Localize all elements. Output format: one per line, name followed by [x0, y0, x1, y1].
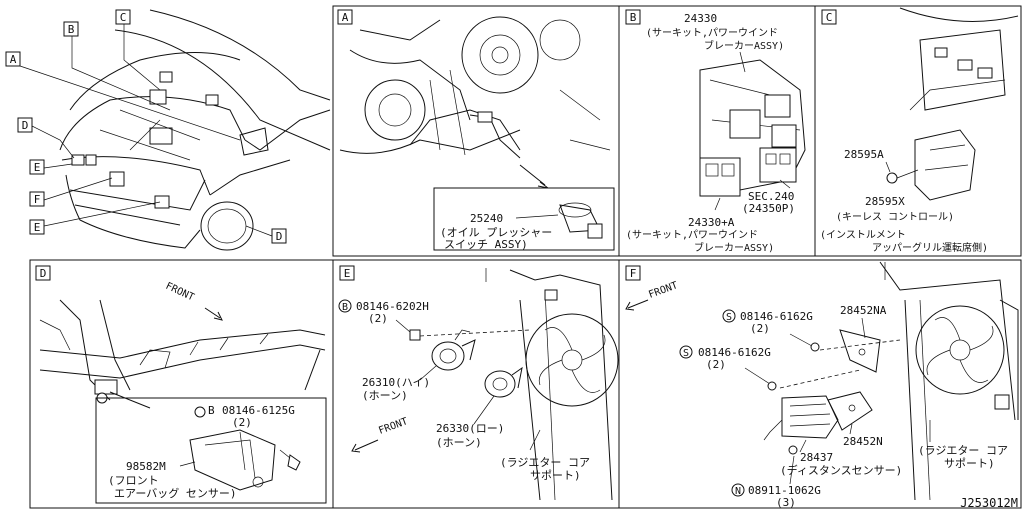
bolt-prefix: S [726, 312, 732, 323]
bolt-number: 08146-6125G [222, 404, 295, 417]
part-desc: (フロント [108, 474, 159, 487]
bolt-number: 08146-6202H [356, 300, 429, 313]
part-desc: ブレーカーASSY) [694, 241, 774, 254]
part-number: 24330+A [688, 216, 735, 229]
bolt-prefix: S [683, 348, 689, 359]
callout-d-top: D [17, 117, 33, 133]
bolt-qty: (2) [750, 322, 770, 335]
panel-letter: A [342, 11, 349, 24]
part-desc: サポート) [530, 469, 581, 482]
callout-f: F [29, 191, 45, 207]
part-number: 25240 [470, 212, 503, 225]
nut-number: 08911-1062G [748, 484, 821, 497]
part-desc: (ラジエター コア [500, 456, 590, 469]
panel-letter: E [344, 267, 351, 280]
panel-d: D FRONT B 08146-6125G (2) 98582M (フロント エ… [35, 265, 327, 504]
part-desc: (ラジエター コア [918, 444, 1008, 457]
part-desc: (サーキット,パワーウインド [646, 27, 778, 39]
part-desc: (ホーン) [362, 389, 408, 402]
panel-e: E B 08146-6202H (2) 26310(ハイ) (ホーン) 2633… [338, 265, 619, 501]
bolt-qty: (2) [368, 312, 388, 325]
panel-letter: C [826, 11, 833, 24]
bolt-prefix: B [208, 404, 215, 417]
callout-label: E [34, 221, 41, 234]
front-arrow-label: FRONT [377, 416, 409, 437]
section-ref: SEC.240 [748, 190, 794, 203]
nut-prefix: N [735, 486, 741, 497]
diagram-id: J253012M [960, 496, 1018, 510]
bolt-number: 08146-6162G [740, 310, 813, 323]
part-number: 26310(ハイ) [362, 376, 430, 389]
callout-e-bottom: E [29, 219, 45, 235]
callout-e-top: E [29, 159, 45, 175]
vehicle-overview [19, 9, 331, 251]
callout-label: F [34, 193, 41, 206]
panel-f: F FRONT S 08146-6162G (2) S 08146-6162G … [625, 261, 1019, 509]
part-number: 28452NA [840, 304, 887, 317]
location-note: アッパーグリル運転席側) [872, 241, 988, 254]
panel-c: C 28595A 28595X (キーレス コントロール) (インストルメント … [820, 7, 1019, 254]
part-number: 28437 [800, 451, 833, 464]
part-number: 98582M [126, 460, 166, 473]
part-desc: エアーバッグ センサー) [114, 486, 236, 500]
part-number: 28595X [865, 195, 905, 208]
callout-a: A [5, 51, 21, 67]
part-desc: (サーキット,パワーウインド [626, 229, 758, 241]
part-desc: ブレーカーASSY) [704, 39, 784, 52]
location-note: (インストルメント [820, 230, 906, 241]
callout-label: B [68, 23, 75, 36]
part-desc: スイッチ ASSY) [444, 238, 528, 251]
callout-d-bottom: D [271, 228, 287, 244]
part-desc: (オイル プレッシャー [440, 226, 552, 239]
bolt-prefix: B [342, 302, 348, 313]
callout-label: A [10, 53, 17, 66]
part-number: 28452N [843, 435, 883, 448]
callout-label: C [120, 11, 127, 24]
callout-label: D [22, 119, 29, 132]
part-number: 28595A [844, 148, 884, 161]
callout-label: E [34, 161, 41, 174]
panel-letter: D [40, 267, 47, 280]
part-desc: (キーレス コントロール) [836, 212, 954, 223]
front-arrow-label: FRONT [164, 281, 196, 304]
bolt-number: 08146-6162G [698, 346, 771, 359]
front-arrow-label: FRONT [647, 280, 679, 301]
nut-qty: (3) [776, 496, 796, 509]
panel-borders [29, 5, 1022, 509]
section-ref: (24350P) [742, 202, 795, 215]
callout-label: D [276, 230, 283, 243]
bolt-qty: (2) [232, 416, 252, 429]
panel-letter: B [630, 11, 637, 24]
callout-c: C [115, 9, 131, 25]
panel-a: A 25240 (オイル プレッシャー スイッチ ASSY) [337, 9, 615, 251]
panel-b: B 24330 (サーキット,パワーウインド ブレーカーASSY) SEC.24… [625, 9, 806, 254]
part-desc: サポート) [944, 457, 995, 470]
part-desc: (ホーン) [436, 436, 482, 449]
part-number: 24330 [684, 12, 717, 25]
part-desc: (ディスタンスセンサー) [780, 463, 902, 477]
part-number: 26330(ロー) [436, 422, 504, 435]
panel-letter: F [630, 267, 637, 280]
callout-b: B [63, 21, 79, 37]
bolt-qty: (2) [706, 358, 726, 371]
